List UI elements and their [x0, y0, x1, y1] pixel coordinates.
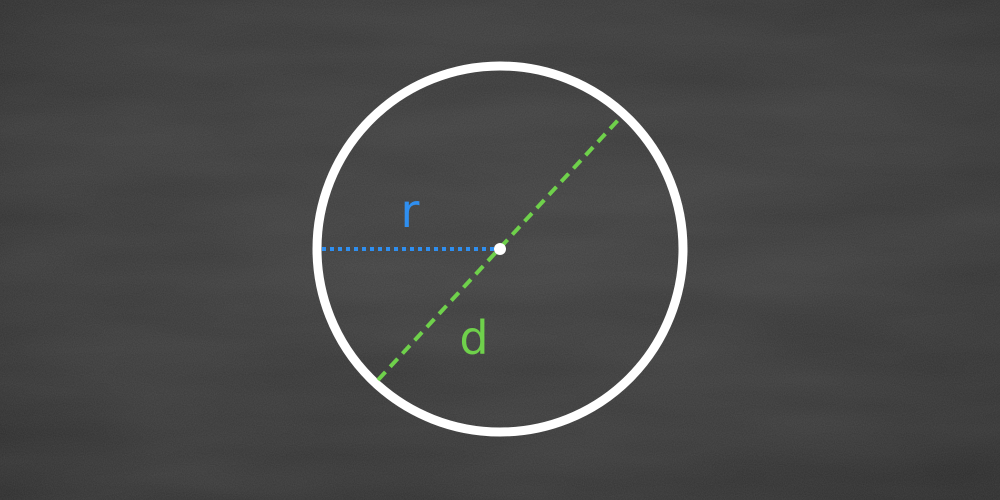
diameter-line [376, 116, 622, 382]
circle-outline [312, 61, 688, 437]
center-point [494, 243, 506, 255]
diameter-label: d [459, 311, 488, 365]
radius-label: r [401, 184, 420, 238]
